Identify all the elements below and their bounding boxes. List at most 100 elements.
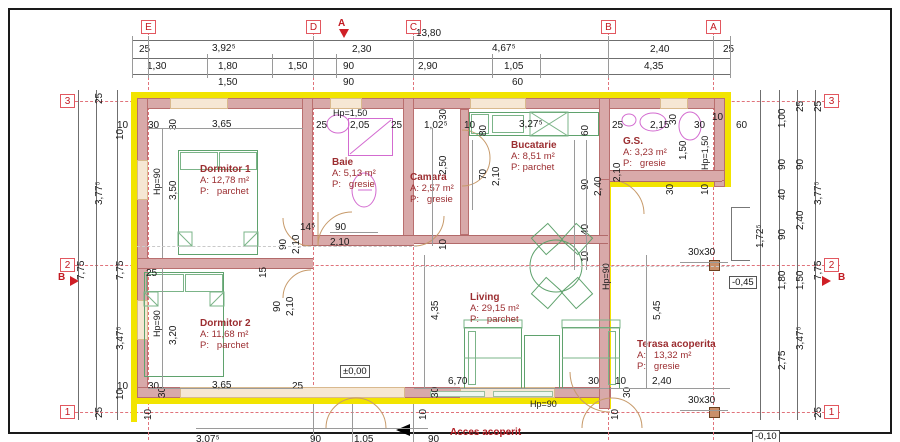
- dim-leader-v: [313, 404, 314, 442]
- dim-total-width: 13,80: [416, 28, 442, 39]
- dim-int-10-bottom-a: 10: [143, 408, 154, 420]
- dim-top3-90: 90: [343, 77, 355, 88]
- dim-int-30-bl: 30: [148, 381, 160, 392]
- window-left-bed2: [137, 300, 148, 340]
- room-area-label: A:: [200, 329, 209, 340]
- dim-int-10-kitchen: 10: [464, 120, 476, 131]
- room-label-terasa: Terasa acoperita A: 13,32 m² P: gresie: [637, 339, 716, 372]
- room-label-gs: G.S. A: 3,23 m² P: gresie: [623, 136, 667, 169]
- dim-int-15-strip: 15: [258, 266, 269, 278]
- note-hp150-bath: Hp=1,50: [333, 108, 368, 118]
- column-label-lower: 30x30: [688, 395, 716, 406]
- grid-bubble-2-left: 2: [60, 258, 75, 272]
- dim-int-door-210-v2: 2,10: [285, 296, 296, 316]
- dim-bracket-172: [731, 207, 750, 261]
- dim-int-bed2-w: 3,65: [212, 380, 232, 391]
- grid-bubble-A: A: [706, 20, 721, 34]
- drawing-frame: [8, 8, 892, 434]
- dim-top2-290: 2,90: [418, 61, 438, 72]
- dim-tick: [148, 36, 149, 78]
- ext-wall-right-upper: [714, 98, 725, 187]
- insulation-bottom: [131, 398, 611, 404]
- room-area-label: A:: [470, 303, 479, 314]
- dim-line-top-3: [132, 74, 730, 75]
- dim-int-30-gsv: 30: [668, 113, 679, 125]
- insulation-terrace-top: [608, 181, 731, 187]
- column-30x30-upper: [709, 260, 720, 271]
- dim-tick: [272, 54, 273, 78]
- dim-leader-v: [586, 140, 587, 270]
- partition-gs-left: [599, 98, 610, 180]
- dim-int-25-bed2: 25: [146, 268, 158, 279]
- dim-int-210-kitchen: 2,10: [491, 166, 502, 186]
- dim-top1-230: 2,30: [352, 44, 372, 55]
- room-finish: gresie: [639, 158, 666, 169]
- dim-int-30-terrace: 30: [665, 183, 676, 195]
- grid-bubble-D-label: D: [309, 21, 318, 33]
- grid-axis-D: [313, 22, 314, 440]
- grid-axis-1: [60, 412, 840, 413]
- grid-bubble-1-right-label: 1: [828, 406, 835, 418]
- partition-corridor-strip: [255, 258, 313, 269]
- dim-leader: [610, 388, 730, 389]
- dim-leader: [680, 262, 728, 263]
- room-finish: parchet: [216, 186, 249, 197]
- grid-bubble-1-left-label: 1: [64, 406, 71, 418]
- dim-line-top-2: [132, 58, 730, 59]
- dim-tick: [313, 36, 314, 78]
- room-finish-label: P:: [637, 361, 646, 372]
- note-hp90-living-vert: Hp=90: [601, 263, 611, 290]
- terrace-parapet: [610, 170, 722, 182]
- grid-bubble-3-left: 3: [60, 94, 75, 108]
- section-mark-B-right-label: B: [838, 272, 846, 283]
- dim-top2-90: 90: [343, 61, 355, 72]
- dim-tick: [207, 54, 208, 78]
- column-30x30-lower: [709, 407, 720, 418]
- room-label-dormitor-2: Dormitor 2 A: 11,68 m² P: parchet: [200, 318, 251, 351]
- room-area-label: A:: [511, 151, 520, 162]
- window-top-bath: [330, 98, 362, 109]
- window-bar-living-2: [493, 391, 553, 397]
- dim-leader: [148, 128, 303, 129]
- section-mark-B-right-arrow: [822, 276, 831, 286]
- room-area: 8,51 m²: [522, 151, 555, 162]
- dim-leader-v: [413, 404, 414, 442]
- dim-tick: [413, 36, 414, 78]
- dim-line-left-2: [96, 90, 97, 420]
- dim-int-door-145: 14⁵: [300, 222, 316, 233]
- dim-top2-105: 1,05: [504, 61, 524, 72]
- dim-int-bed1-w: 3,65: [212, 119, 232, 130]
- dim-bottom-90b: 90: [428, 434, 440, 442]
- dim-top1-25a: 25: [139, 44, 151, 55]
- dim-int-210-gs: 2,10: [612, 162, 623, 182]
- dim-top2-435: 4,35: [644, 61, 664, 72]
- room-finish: parchet: [486, 314, 519, 325]
- dim-top1-240: 2,40: [650, 44, 670, 55]
- dim-bottom-90a: 90: [310, 434, 322, 442]
- dim-int-30-tl: 30: [148, 120, 160, 131]
- dim-leader: [330, 232, 378, 233]
- bed1-pillow-left: [180, 152, 218, 170]
- window-left-bed1: [137, 160, 148, 200]
- grid-bubble-E-label: E: [145, 21, 152, 33]
- dim-int-10-right: 10: [712, 112, 724, 123]
- dim-int-10-living: 10: [615, 376, 627, 387]
- room-name: Dormitor 2: [200, 318, 251, 329]
- dim-top1-4675: 4,67⁵: [492, 43, 516, 54]
- grid-bubble-A-label: A: [710, 21, 717, 33]
- bed2-pillow-left: [146, 274, 184, 292]
- dim-leader-v: [574, 140, 575, 270]
- room-finish-label: P:: [332, 179, 341, 190]
- room-label-camara: Camara A: 2,57 m² P: gresie: [410, 172, 454, 205]
- note-hp150-gs: Hp=1,50: [700, 135, 710, 170]
- insulation-top: [131, 92, 731, 98]
- room-area-label: A:: [623, 147, 632, 158]
- room-finish: gresie: [348, 179, 375, 190]
- grid-axis-A: [713, 22, 714, 440]
- insulation-right: [725, 92, 731, 187]
- level-marker-10: -0,10: [752, 430, 780, 442]
